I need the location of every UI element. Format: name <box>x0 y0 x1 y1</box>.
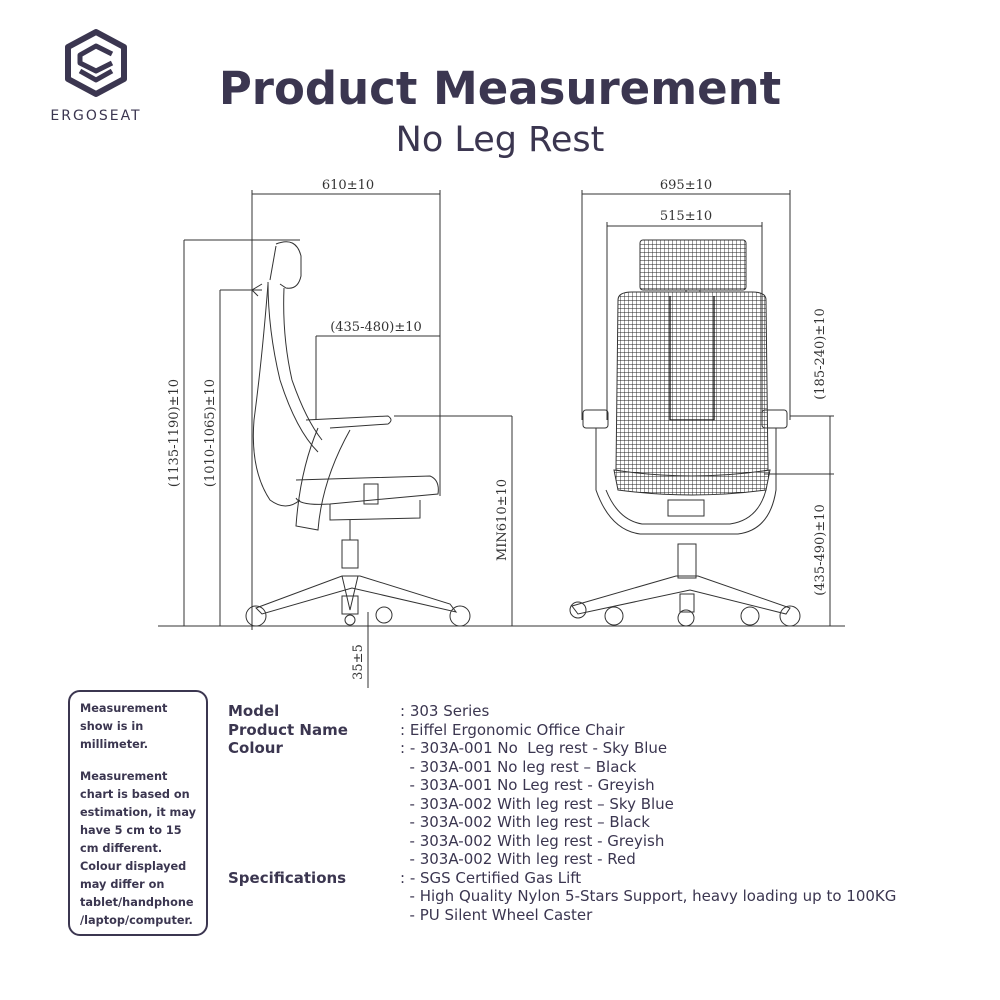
colour-label: Colour <box>228 739 283 757</box>
colour-option: - 303A-002 With leg rest - Red <box>400 850 636 868</box>
colour-option: - 303A-002 With leg rest – Black <box>400 813 650 831</box>
product-specs: Model : 303 Series Product Name : Eiffel… <box>228 702 896 924</box>
note-disclaimer: Measurement chart is based on estimation… <box>80 770 196 927</box>
dim-front-arm-height: (185-240)±10 <box>813 308 828 400</box>
dim-side-total-height: (1135-1190)±10 <box>167 379 182 487</box>
model-label: Model <box>228 702 280 720</box>
specification-item: - High Quality Nylon 5-Stars Support, he… <box>400 887 897 905</box>
page-title: Product Measurement <box>218 62 782 115</box>
model-value: : 303 Series <box>400 702 490 720</box>
colour-option: - 303A-002 With leg rest – Sky Blue <box>400 794 674 813</box>
chair-dimension-drawing: 610±10 (435-480)±10 (1135-1190)±10 (1010… <box>158 178 845 688</box>
front-view-chair <box>569 239 801 627</box>
specification-item: : - SGS Certified Gas Lift <box>400 868 582 887</box>
specifications-label: Specifications <box>228 868 347 887</box>
hexagon-logo-icon <box>65 29 127 97</box>
side-view-chair <box>245 241 471 627</box>
spec-row-name: Product Name : Eiffel Ergonomic Office C… <box>228 721 896 740</box>
note-unit: Measurement show is in millimeter. <box>80 702 168 751</box>
colour-option: - 303A-001 No Leg rest - Greyish <box>400 776 655 794</box>
colour-option: : - 303A-001 No Leg rest - Sky Blue <box>400 739 668 757</box>
dim-front-back-width: 515±10 <box>660 209 712 224</box>
dim-side-depth: 610±10 <box>322 178 374 193</box>
colour-option: - 303A-001 No leg rest – Black <box>400 757 637 776</box>
product-name-value: : Eiffel Ergonomic Office Chair <box>400 720 625 739</box>
side-dimension-lines <box>183 190 513 688</box>
page-subtitle: No Leg Rest <box>395 120 605 160</box>
measurement-note: Measurement show is in millimeter. Measu… <box>68 690 208 936</box>
colour-option: - 303A-002 With leg rest - Greyish <box>400 831 665 850</box>
specification-item: - PU Silent Wheel Caster <box>400 905 593 924</box>
spec-row-model: Model : 303 Series <box>228 702 896 721</box>
dim-side-seat-depth: (435-480)±10 <box>330 320 422 335</box>
dim-front-seat-height: (435-490)±10 <box>813 504 828 596</box>
product-name-label: Product Name <box>228 720 348 739</box>
brand-logo: ERGOSEAT <box>36 28 156 124</box>
brand-name: ERGOSEAT <box>50 108 142 124</box>
dim-side-caster: 35±5 <box>351 644 366 680</box>
dim-front-width: 695±10 <box>660 178 712 193</box>
dim-side-seat-min: MIN610±10 <box>495 479 510 561</box>
spec-row-colour: Colour : - 303A-001 No Leg rest - Sky Bl… <box>228 739 896 869</box>
spec-row-specifications: Specifications : - SGS Certified Gas Lif… <box>228 869 896 925</box>
dim-side-back-height: (1010-1065)±10 <box>203 379 218 487</box>
front-dimension-lines <box>581 190 834 626</box>
